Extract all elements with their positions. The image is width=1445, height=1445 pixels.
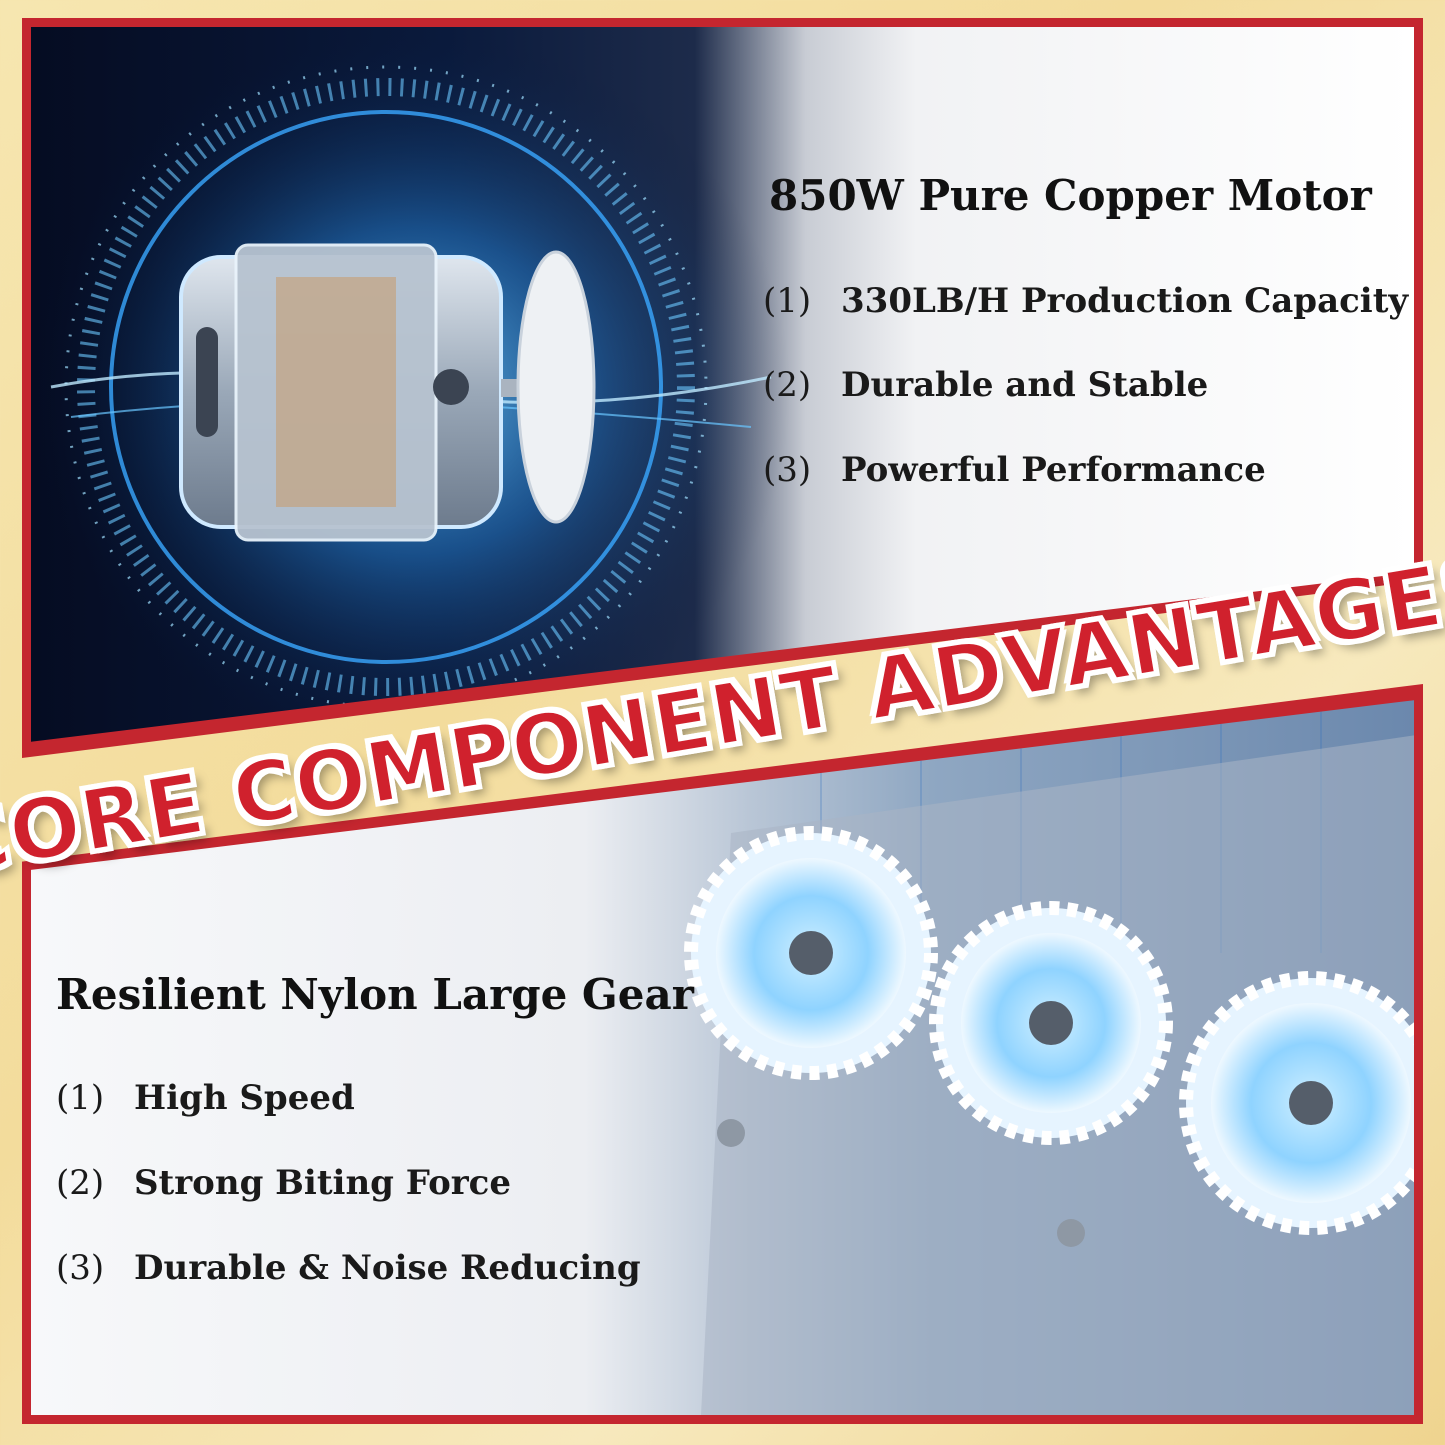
feature-number: (1) [56, 1078, 105, 1118]
motor-heading: 850W Pure Copper Motor [769, 171, 1372, 220]
feature-text: Durable and Stable [841, 365, 1209, 405]
gear-feature-item: (1) High Speed [56, 1078, 355, 1118]
motor-feature-item: (3) Powerful Performance [763, 450, 1266, 490]
gear-feature-item: (3) Durable & Noise Reducing [56, 1248, 641, 1288]
gear-heading: Resilient Nylon Large Gear [56, 970, 694, 1019]
gear-illustration-icon [684, 700, 1414, 1415]
feature-number: (3) [763, 450, 812, 490]
feature-text: 330LB/H Production Capacity [841, 281, 1409, 321]
feature-text: Powerful Performance [841, 450, 1266, 490]
feature-text: High Speed [134, 1078, 355, 1118]
motor-illustration-icon [31, 27, 791, 742]
gear-panel: Resilient Nylon Large Gear (1) High Speed… [22, 684, 1423, 1424]
feature-number: (3) [56, 1248, 105, 1288]
motor-panel: 850W Pure Copper Motor (1) 330LB/H Produc… [22, 18, 1423, 758]
motor-panel-inner: 850W Pure Copper Motor (1) 330LB/H Produc… [31, 27, 1414, 742]
gear-feature-item: (2) Strong Biting Force [56, 1163, 511, 1203]
feature-number: (1) [763, 281, 812, 321]
feature-text: Strong Biting Force [134, 1163, 511, 1203]
feature-number: (2) [56, 1163, 105, 1203]
feature-text: Durable & Noise Reducing [134, 1248, 641, 1288]
feature-number: (2) [763, 365, 812, 405]
motor-feature-item: (2) Durable and Stable [763, 365, 1208, 405]
motor-feature-item: (1) 330LB/H Production Capacity [763, 281, 1408, 321]
